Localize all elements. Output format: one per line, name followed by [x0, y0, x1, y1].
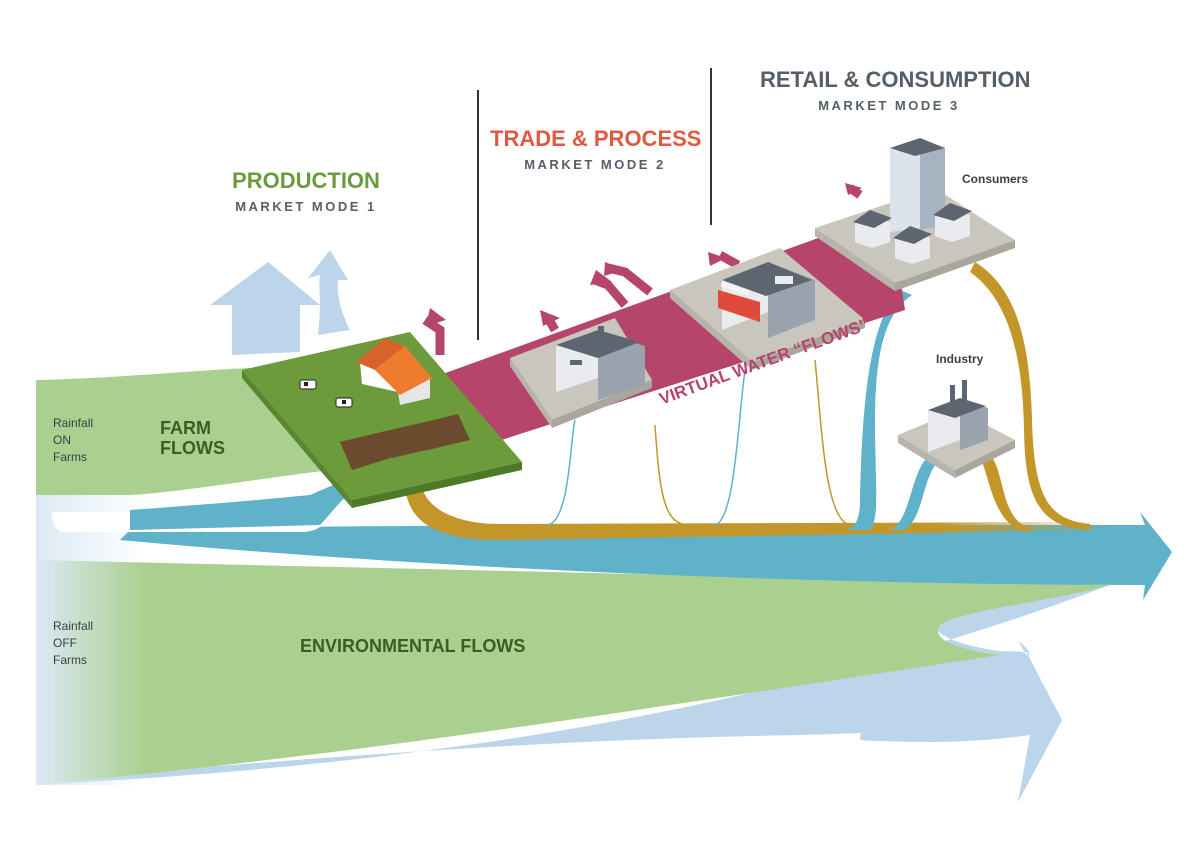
evaporation-arrows	[210, 250, 350, 355]
factory-platform	[510, 318, 652, 428]
farm-return-blue	[130, 482, 352, 530]
production-title: PRODUCTION	[232, 168, 380, 193]
industry-label: Industry	[936, 352, 984, 366]
arrow-heads	[426, 183, 862, 326]
grey-water-flow	[405, 486, 1110, 540]
rainfall-on-farms-label: Rainfall ON Farms	[53, 416, 94, 464]
environmental-green-flow	[36, 560, 1110, 785]
consumers-gold-return	[970, 262, 1090, 530]
consumers-label: Consumers	[962, 172, 1029, 186]
farm-flows-label: FARM FLOWS	[160, 418, 225, 458]
factory-icon	[556, 326, 645, 400]
blue-water-flow	[120, 512, 1172, 600]
environmental-flows-label: ENVIRONMENTAL FLOWS	[300, 636, 526, 656]
farm-green-flow	[36, 368, 330, 495]
production-mode: MARKET MODE 1	[235, 199, 377, 214]
light-blue-arrow	[860, 640, 1062, 802]
return-lines	[547, 359, 851, 526]
farmhouse	[356, 338, 432, 405]
rainfall-off-farms-label: Rainfall OFF Farms	[53, 619, 94, 667]
crop-field	[340, 414, 470, 470]
house-roof-icon	[853, 203, 972, 244]
trade-mode: MARKET MODE 2	[524, 157, 666, 172]
industry-gold-return	[982, 455, 1030, 532]
cow-icon	[299, 379, 353, 408]
industry-blue-return	[890, 455, 940, 530]
consumers-platform	[815, 138, 1015, 291]
market-platform	[670, 248, 865, 370]
trade-title: TRADE & PROCESS	[490, 126, 702, 151]
office-tower-icon	[890, 138, 945, 232]
farm-platform	[242, 332, 522, 508]
market-icon	[718, 262, 815, 338]
consumers-blue-return	[845, 290, 912, 530]
retail-mode: MARKET MODE 3	[818, 98, 960, 113]
retail-title: RETAIL & CONSUMPTION	[760, 67, 1031, 92]
industry-platform	[898, 380, 1015, 478]
industry-icon	[928, 380, 988, 452]
